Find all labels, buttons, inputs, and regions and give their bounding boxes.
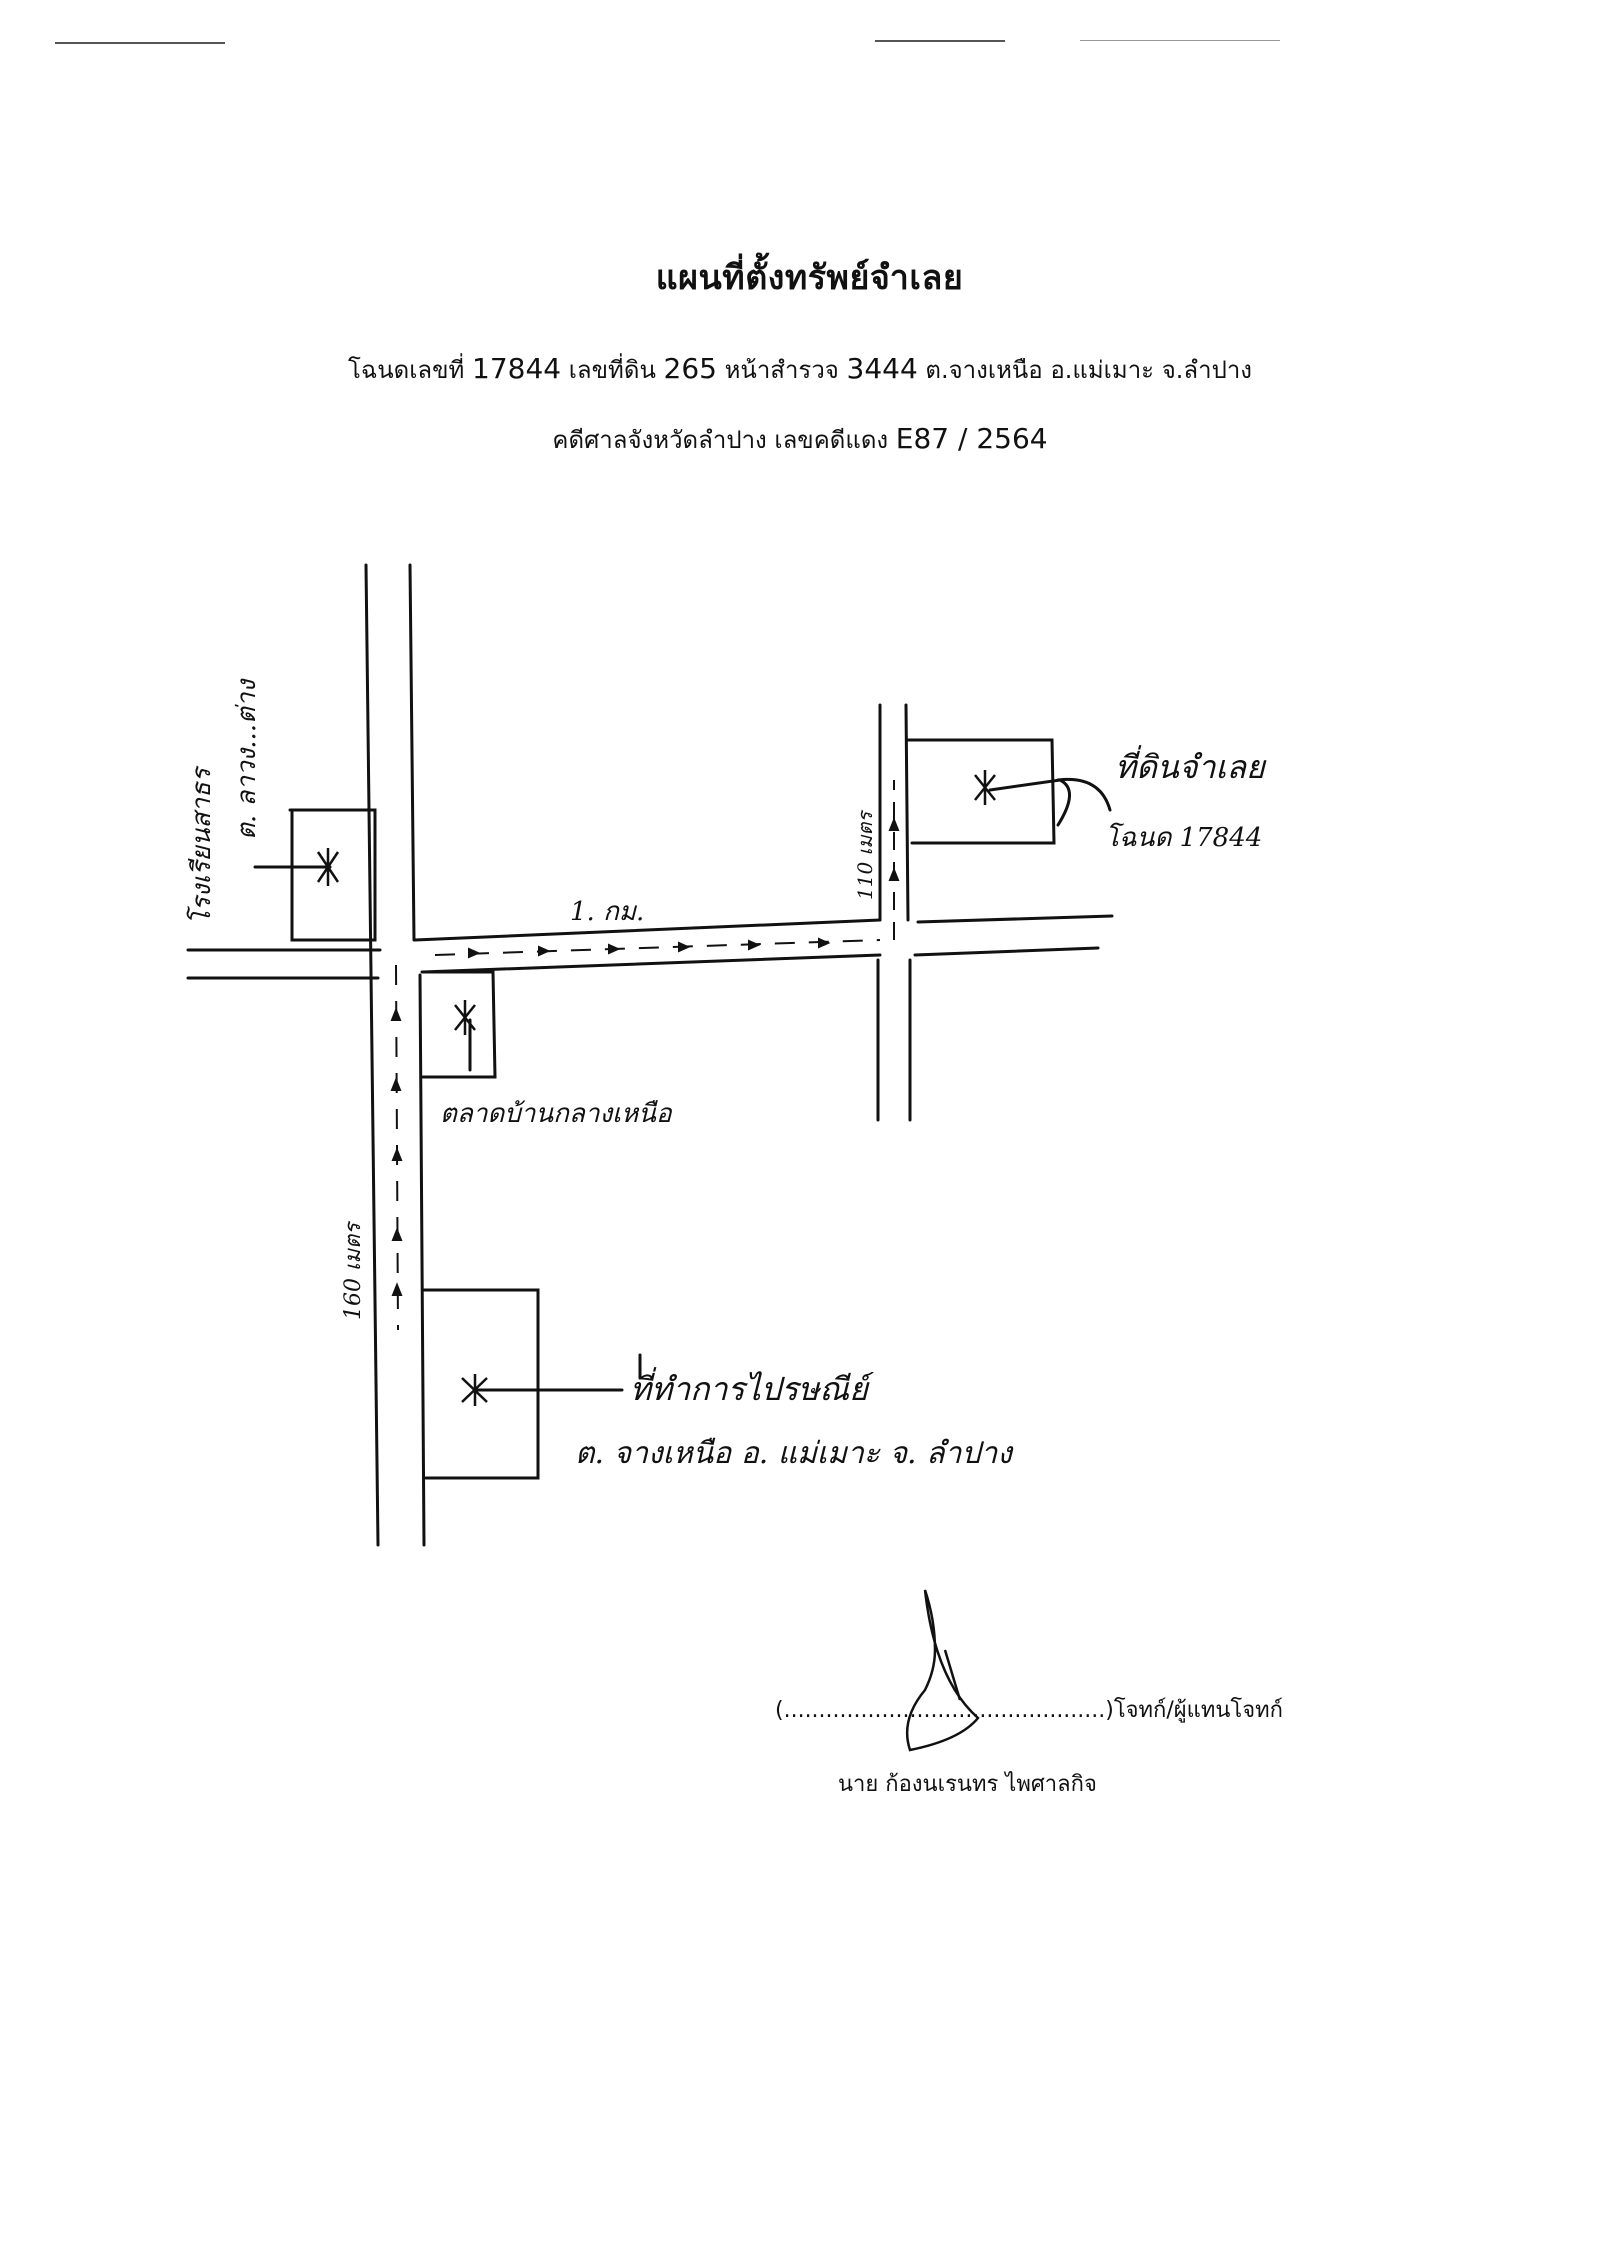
case-info: คดีศาลจังหวัดลำปาง เลขคดีแดง E87 / 2564 xyxy=(0,420,1600,459)
road-edge xyxy=(413,918,882,942)
signature-mark xyxy=(905,1589,980,1752)
road-edge xyxy=(904,703,910,922)
label-right-2: โฉนด 17844 xyxy=(1105,822,1262,853)
label-bottom-1: ที่ทำการไปรษณีย์ xyxy=(630,1367,874,1408)
road-edge xyxy=(421,953,882,974)
deed-label: โฉนดเลขที่ xyxy=(347,356,465,384)
scan-edge-mark xyxy=(55,42,225,44)
plot-top-left xyxy=(288,808,377,942)
case-number: E87 / 2564 xyxy=(895,422,1048,455)
label-top-left-2: ต. ลาวง...ต่าง xyxy=(232,677,262,840)
location: ต.จางเหนือ อ.แม่เมาะ จ.ลำปาง xyxy=(925,356,1253,384)
deed-info: โฉนดเลขที่ 17844 เลขที่ดิน 265 หน้าสำรวจ… xyxy=(0,350,1600,389)
court-label: คดีศาลจังหวัดลำปาง เลขคดีแดง xyxy=(552,426,889,454)
deed-number: 17844 xyxy=(472,352,562,385)
land-number: 265 xyxy=(663,352,717,385)
road-label-right: 110 เมตร xyxy=(853,809,877,900)
label-top-left-1: โรงเรียนสาธร xyxy=(186,765,217,925)
label-market: ตลาดบ้านกลางเหนือ xyxy=(440,1099,673,1129)
plot-market xyxy=(420,970,497,1079)
star-mark xyxy=(316,848,340,886)
road-edge xyxy=(913,946,1100,957)
scan-edge-mark xyxy=(875,40,1005,42)
label-bottom-2: ต. จางเหนือ อ. แม่เมาะ จ. ลำปาง xyxy=(575,1436,1014,1471)
plot-right xyxy=(906,738,1056,845)
survey-label: หน้าสำรวจ xyxy=(724,356,839,384)
road-label-main: 1. กม. xyxy=(570,897,644,927)
page-title: แผนที่ตั้งทรัพย์จำเลย xyxy=(655,258,964,298)
survey-number: 3444 xyxy=(846,352,918,385)
road-edge xyxy=(916,914,1114,924)
road-edge xyxy=(408,563,416,942)
road-label-left: 160 เมตร xyxy=(341,1220,366,1320)
road-edge xyxy=(418,973,426,1547)
star-mark xyxy=(974,770,996,805)
label-right-1: ที่ดินจำเลย xyxy=(1115,745,1267,786)
road-edge xyxy=(364,563,380,1547)
star-mark xyxy=(454,1000,476,1035)
plot-bottom xyxy=(422,1288,540,1480)
star-mark xyxy=(461,1374,488,1406)
signature-line: (.......................................… xyxy=(775,1698,1283,1723)
scan-edge-mark xyxy=(1080,40,1280,41)
land-label: เลขที่ดิน xyxy=(568,356,656,384)
signatory-name: นาย ก้องนเรนทร ไพศาลกิจ xyxy=(838,1772,1097,1797)
